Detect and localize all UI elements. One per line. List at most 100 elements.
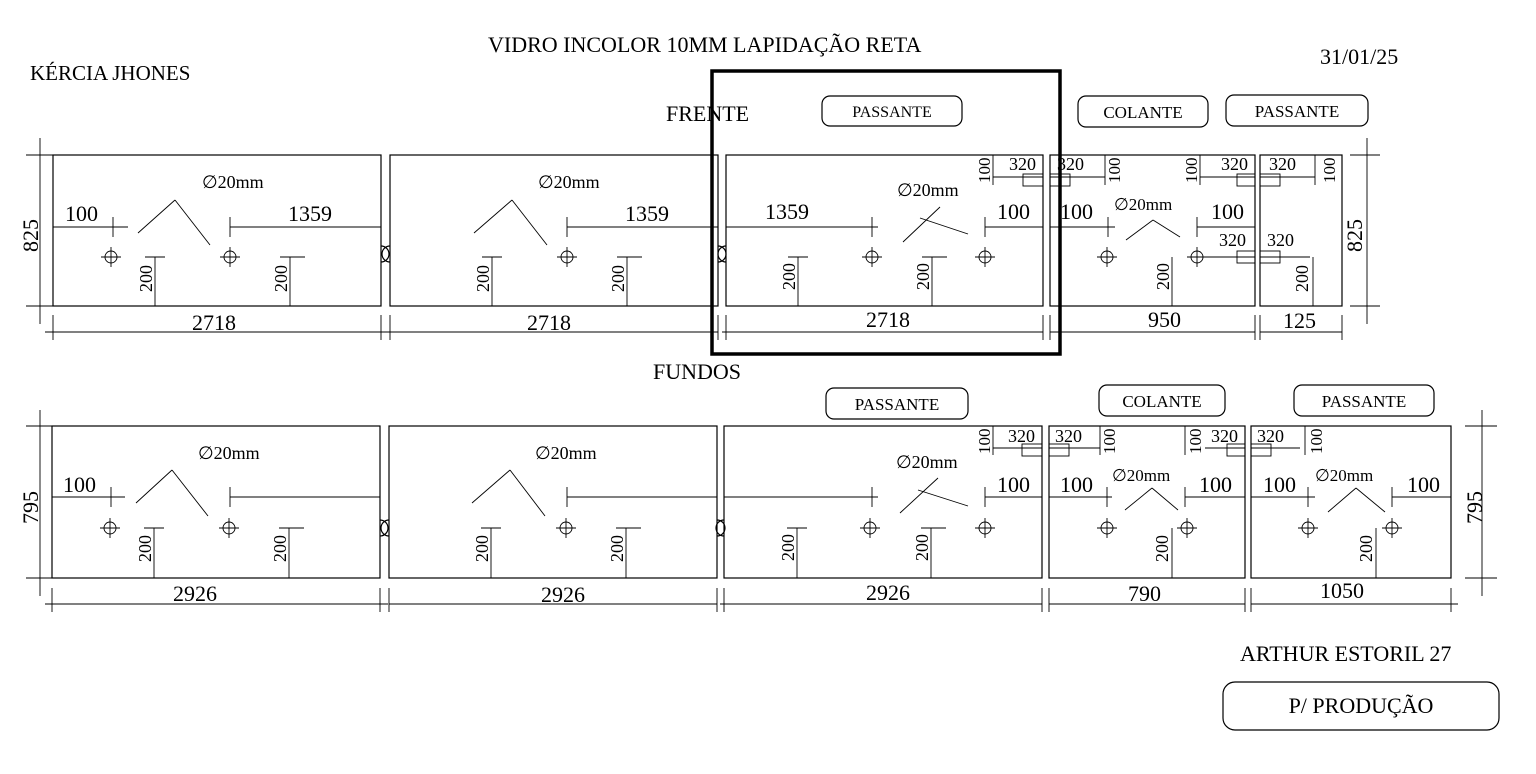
- svg-text:100: 100: [1182, 158, 1201, 184]
- svg-text:COLANTE: COLANTE: [1122, 392, 1201, 411]
- svg-text:∅20mm: ∅20mm: [1114, 195, 1172, 214]
- svg-text:200: 200: [912, 534, 932, 561]
- fundos-panel-1: 100 ∅20mm 200 200 2926: [45, 425, 389, 612]
- svg-text:200: 200: [270, 535, 290, 562]
- svg-text:320: 320: [1008, 426, 1035, 446]
- svg-text:100: 100: [997, 472, 1030, 497]
- svg-text:320: 320: [1257, 426, 1284, 446]
- svg-text:200: 200: [1152, 535, 1172, 562]
- client-name: KÉRCIA JHONES: [30, 61, 190, 85]
- svg-text:1050: 1050: [1320, 578, 1364, 603]
- svg-text:COLANTE: COLANTE: [1103, 103, 1182, 122]
- fundos-row: 795 795 100 ∅20mm 200 200 2926: [18, 410, 1497, 612]
- frente-panel-4: 320 100 100 320 100 100 ∅20mm 200 320: [1049, 154, 1256, 340]
- tag-passante-fundos-2: PASSANTE: [1293, 384, 1435, 417]
- material-title: VIDRO INCOLOR 10MM LAPIDAÇÃO RETA: [488, 32, 921, 57]
- svg-text:320: 320: [1269, 154, 1296, 174]
- svg-text:1359: 1359: [288, 201, 332, 226]
- svg-text:100: 100: [997, 199, 1030, 224]
- svg-text:100: 100: [63, 472, 96, 497]
- svg-text:∅20mm: ∅20mm: [1112, 466, 1170, 485]
- svg-text:200: 200: [135, 535, 155, 562]
- svg-text:200: 200: [608, 265, 628, 292]
- svg-text:125: 125: [1283, 308, 1316, 333]
- svg-text:PASSANTE: PASSANTE: [852, 104, 931, 121]
- svg-text:100: 100: [1100, 429, 1119, 455]
- tag-passante-frente-2: PASSANTE: [1225, 94, 1369, 127]
- svg-text:100: 100: [975, 429, 994, 455]
- svg-text:320: 320: [1211, 426, 1238, 446]
- frente-height-left: 825: [18, 219, 43, 252]
- tag-colante-fundos: COLANTE: [1098, 384, 1226, 417]
- address-label: ARTHUR ESTORIL 27: [1240, 641, 1451, 666]
- svg-text:2926: 2926: [173, 581, 217, 606]
- svg-text:2718: 2718: [527, 310, 571, 335]
- svg-text:1359: 1359: [765, 199, 809, 224]
- section-title-fundos: FUNDOS: [653, 359, 741, 384]
- svg-text:320: 320: [1057, 154, 1084, 174]
- svg-text:200: 200: [473, 265, 493, 292]
- svg-text:100: 100: [1407, 472, 1440, 497]
- section-title-frente: FRENTE: [666, 101, 749, 126]
- svg-text:100: 100: [975, 158, 994, 184]
- svg-text:200: 200: [913, 263, 933, 290]
- svg-text:100: 100: [65, 201, 98, 226]
- tag-passante-fundos-1: PASSANTE: [825, 387, 969, 420]
- svg-text:2926: 2926: [866, 580, 910, 605]
- frente-panel-3: 1359 100 ∅20mm 200 200 100 320 2718: [717, 154, 1044, 340]
- date-label: 31/01/25: [1320, 44, 1398, 69]
- svg-text:790: 790: [1128, 581, 1161, 606]
- svg-text:1359: 1359: [625, 201, 669, 226]
- svg-text:100: 100: [1060, 472, 1093, 497]
- svg-text:100: 100: [1186, 429, 1205, 455]
- fundos-panel-3: 100 ∅20mm 200 200 100 320 2926: [715, 425, 1043, 612]
- svg-text:100: 100: [1263, 472, 1296, 497]
- svg-text:100: 100: [1060, 199, 1093, 224]
- svg-text:∅20mm: ∅20mm: [897, 180, 959, 200]
- fundos-height-left: 795: [18, 491, 43, 524]
- svg-text:PASSANTE: PASSANTE: [1322, 392, 1406, 411]
- svg-text:320: 320: [1009, 154, 1036, 174]
- frente-height-right: 825: [1342, 219, 1367, 252]
- frente-panel-2: 1359 ∅20mm 200 200 2718: [381, 154, 727, 340]
- svg-text:2718: 2718: [866, 307, 910, 332]
- svg-text:∅20mm: ∅20mm: [198, 443, 260, 463]
- svg-text:200: 200: [271, 265, 291, 292]
- svg-text:100: 100: [1320, 158, 1339, 184]
- fundos-panel-5: 320 100 100 100 ∅20mm 200 1050: [1250, 425, 1458, 612]
- svg-text:100: 100: [1211, 199, 1244, 224]
- svg-text:200: 200: [136, 265, 156, 292]
- svg-text:2718: 2718: [192, 310, 236, 335]
- svg-text:100: 100: [1307, 429, 1326, 455]
- fundos-height-right: 795: [1462, 491, 1487, 524]
- svg-text:320: 320: [1055, 426, 1082, 446]
- highlight-box: [710, 69, 1062, 356]
- tag-colante-frente: COLANTE: [1077, 95, 1209, 128]
- frente-panel-1: 100 1359 ∅20mm 200 200 2718: [45, 154, 390, 340]
- svg-text:200: 200: [779, 263, 799, 290]
- svg-text:∅20mm: ∅20mm: [1315, 466, 1373, 485]
- svg-text:200: 200: [607, 535, 627, 562]
- svg-text:320: 320: [1221, 154, 1248, 174]
- svg-text:PASSANTE: PASSANTE: [855, 395, 939, 414]
- svg-text:∅20mm: ∅20mm: [538, 172, 600, 192]
- fundos-panel-2: ∅20mm 200 200 2926: [380, 425, 726, 612]
- svg-text:320: 320: [1219, 230, 1246, 250]
- svg-text:100: 100: [1199, 472, 1232, 497]
- frente-panel-5: 320 100 320 200 125: [1259, 154, 1343, 340]
- svg-text:∅20mm: ∅20mm: [535, 443, 597, 463]
- svg-text:200: 200: [778, 534, 798, 561]
- svg-text:∅20mm: ∅20mm: [202, 172, 264, 192]
- svg-text:100: 100: [1105, 158, 1124, 184]
- svg-text:320: 320: [1267, 230, 1294, 250]
- svg-text:200: 200: [1356, 535, 1376, 562]
- svg-text:P/ PRODUÇÃO: P/ PRODUÇÃO: [1289, 693, 1434, 718]
- svg-text:200: 200: [1292, 265, 1312, 292]
- status-badge: P/ PRODUÇÃO: [1222, 681, 1500, 731]
- tag-passante-frente-1: PASSANTE: [821, 95, 963, 127]
- svg-text:∅20mm: ∅20mm: [896, 452, 958, 472]
- svg-text:200: 200: [472, 535, 492, 562]
- svg-text:2926: 2926: [541, 582, 585, 607]
- fundos-panel-4: 320 100 100 320 100 100 ∅20mm 200 790: [1048, 425, 1246, 612]
